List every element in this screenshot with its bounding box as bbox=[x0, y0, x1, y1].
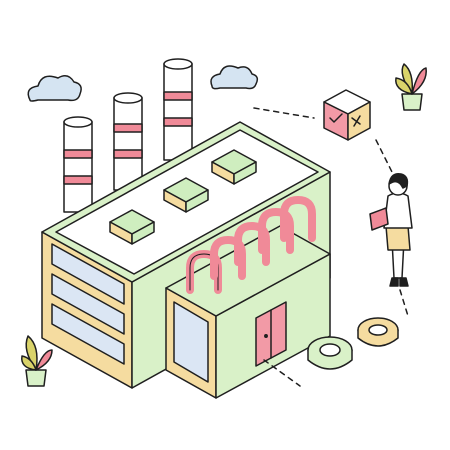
clipboard-icon bbox=[369, 207, 389, 231]
chimney-icon bbox=[113, 92, 143, 191]
chimney-icon bbox=[63, 116, 93, 213]
box-icon bbox=[163, 177, 209, 213]
chimney-icon bbox=[163, 58, 193, 161]
plant-icon bbox=[21, 335, 53, 387]
worker-icon bbox=[369, 172, 413, 287]
box-icon bbox=[323, 89, 371, 141]
box-icon bbox=[211, 149, 257, 185]
cloud-icon bbox=[210, 65, 259, 90]
pipe-icon bbox=[186, 196, 316, 294]
door-icon bbox=[255, 301, 287, 367]
plant-icon bbox=[395, 63, 427, 111]
annex-building bbox=[165, 225, 331, 399]
tape-roll-icon bbox=[357, 317, 399, 347]
box-icon bbox=[109, 209, 155, 245]
cloud-icon bbox=[27, 75, 82, 102]
tape-roll-icon bbox=[307, 336, 353, 370]
